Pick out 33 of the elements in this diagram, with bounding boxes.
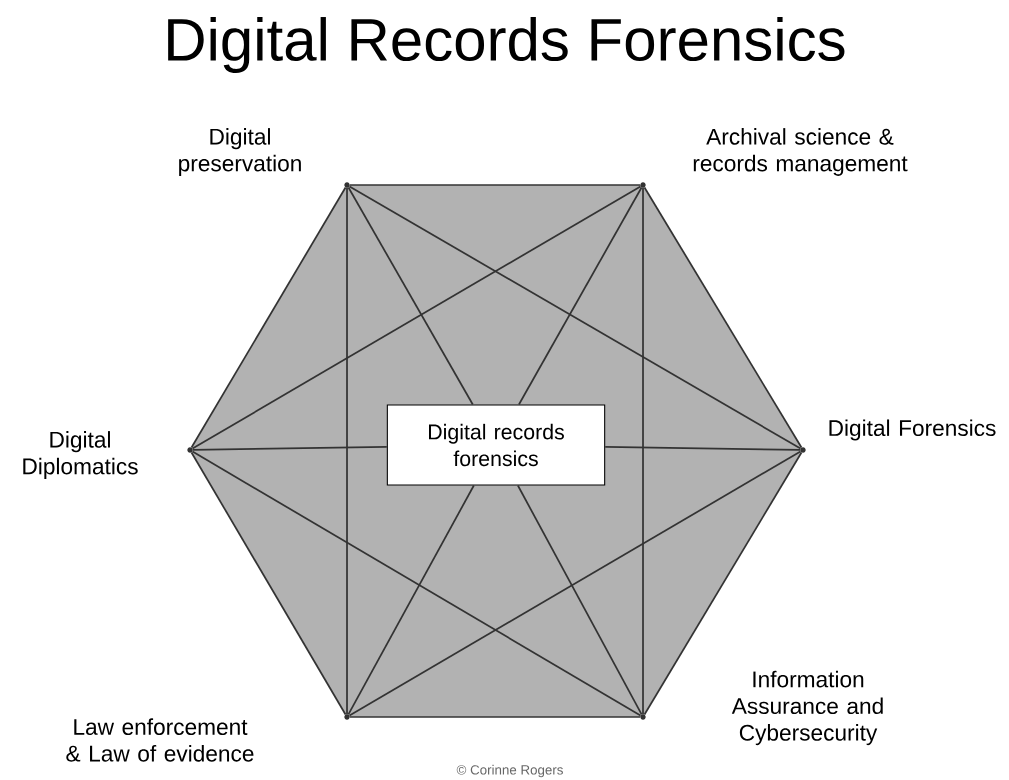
line: [643, 451, 803, 716]
line: [517, 484, 643, 716]
line: [642, 187, 644, 715]
vertex: [344, 714, 350, 720]
vertex: [187, 447, 193, 453]
line: [348, 450, 802, 717]
line: [348, 185, 802, 450]
title: Digital Records Forensics: [168, 17, 845, 73]
center-box: Digital records forensics: [386, 404, 606, 486]
line: [349, 716, 641, 718]
line: [347, 484, 475, 716]
vertex-label: Archival science & records management: [693, 128, 908, 176]
vertex-label: Digital Forensics: [829, 419, 996, 441]
vertex: [344, 182, 350, 188]
line: [604, 445, 801, 451]
line: [349, 184, 641, 186]
vertex-label: Digital Diplomatics: [23, 431, 138, 479]
vertex-label: Digital preservation: [179, 128, 301, 176]
line: [192, 445, 388, 451]
line: [347, 186, 474, 406]
copyright-note: © Corinne Rogers: [456, 764, 563, 778]
line: [346, 187, 348, 715]
line: [518, 186, 643, 406]
line: [643, 186, 803, 449]
vertex: [640, 182, 646, 188]
vertex-label: Law enforcement & Law of evidence: [66, 718, 254, 762]
line: [191, 450, 642, 717]
vertex: [640, 714, 646, 720]
line: [190, 186, 347, 449]
line: [190, 451, 347, 716]
line: [191, 185, 642, 450]
vertex: [800, 447, 806, 453]
vertex-label: Information Assurance and Cybersecurity: [731, 670, 883, 746]
